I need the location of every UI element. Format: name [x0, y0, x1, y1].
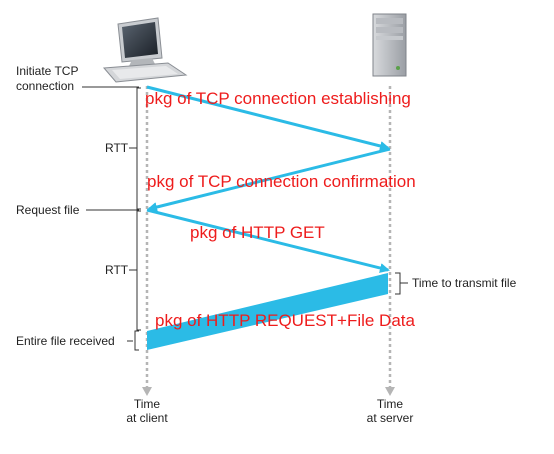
client-timeline-arrowhead: [142, 387, 152, 396]
rtt-bottom-bracket: [136, 210, 141, 331]
entire-file-bracket: [134, 330, 139, 351]
synack-annotation: pkg of TCP connection confirmation: [147, 172, 416, 191]
request-file-label: Request file: [16, 203, 80, 217]
get-arrow: [146, 208, 390, 273]
response-annotation: pkg of HTTP REQUEST+File Data: [155, 311, 416, 330]
rtt-top-label: RTT: [105, 141, 129, 155]
time-server-label-line1: Time: [377, 397, 404, 411]
transmit-bracket: [395, 272, 401, 295]
initiate-label-line1: Initiate TCP: [16, 64, 78, 78]
entire-file-label: Entire file received: [16, 334, 115, 348]
desktop-computer-icon: [102, 17, 188, 83]
syn-arrow: [146, 85, 390, 151]
synack-arrow: [147, 147, 391, 212]
time-client-label-line1: Time: [134, 397, 161, 411]
transmit-time-label: Time to transmit file: [412, 276, 517, 290]
time-client-label-line2: at client: [126, 411, 168, 425]
time-server-label-line2: at server: [367, 411, 414, 425]
server-tower-icon: [372, 13, 407, 77]
initiate-label-line2: connection: [16, 79, 74, 93]
syn-annotation: pkg of TCP connection establishing: [145, 89, 411, 108]
server-timeline-arrowhead: [385, 387, 395, 396]
file-response-band: [147, 273, 388, 350]
get-annotation: pkg of HTTP GET: [190, 223, 325, 242]
rtt-bottom-label: RTT: [105, 263, 129, 277]
rtt-top-bracket: [136, 87, 141, 210]
